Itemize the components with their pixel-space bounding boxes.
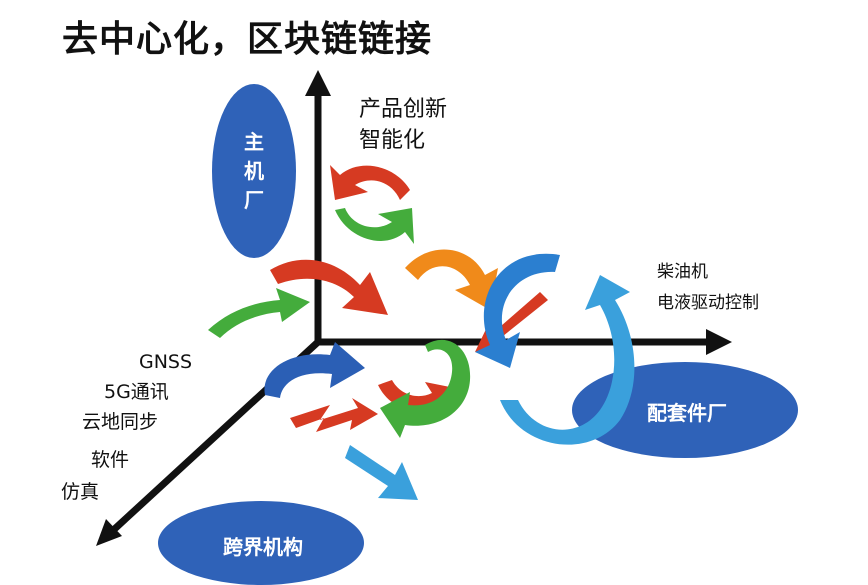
cross-institution-node: [158, 501, 364, 585]
supplier-factory-label: 配套件厂: [647, 401, 727, 425]
red-zigzag-arrow: [290, 398, 378, 432]
tech-label-gnss: GNSS: [139, 351, 193, 373]
green-arrow-left: [208, 288, 310, 338]
innovation-label: 产品创新 智能化: [359, 94, 447, 156]
red-arrow-upper-left: [270, 259, 388, 315]
x-axis-arrowhead: [706, 329, 732, 355]
cross-institution-label: 跨界机构: [223, 535, 303, 559]
host-factory-label: 主机厂: [244, 130, 264, 212]
tech-label-simulation: 仿真: [61, 481, 100, 503]
z-axis-arrowhead: [96, 519, 122, 546]
tech-label-cloud-sync: 云地同步: [82, 411, 159, 433]
tech-label-software: 软件: [91, 449, 130, 471]
diesel-line1: 柴油机: [657, 262, 708, 282]
big-blue-circular-arrow-lower: [500, 275, 635, 445]
innovation-line2: 智能化: [359, 128, 426, 153]
tech-label-5g: 5G通讯: [104, 381, 169, 403]
diesel-label: 柴油机 电液驱动控制: [657, 257, 759, 319]
host-factory-node: [212, 84, 296, 258]
orange-curved-arrow: [405, 249, 498, 310]
blue-curved-arrow-left: [264, 342, 365, 398]
y-axis-arrowhead: [305, 70, 331, 96]
green-curved-arrow-top: [335, 208, 414, 244]
lightblue-arrow-down: [345, 445, 418, 500]
green-curved-arrow-center: [380, 339, 471, 438]
red-curved-arrow-top: [330, 165, 410, 200]
diesel-line2: 电液驱动控制: [657, 293, 759, 313]
innovation-line1: 产品创新: [359, 97, 448, 122]
page-title: 去中心化，区块链链接: [62, 19, 433, 60]
big-blue-circular-arrow: [475, 253, 560, 368]
